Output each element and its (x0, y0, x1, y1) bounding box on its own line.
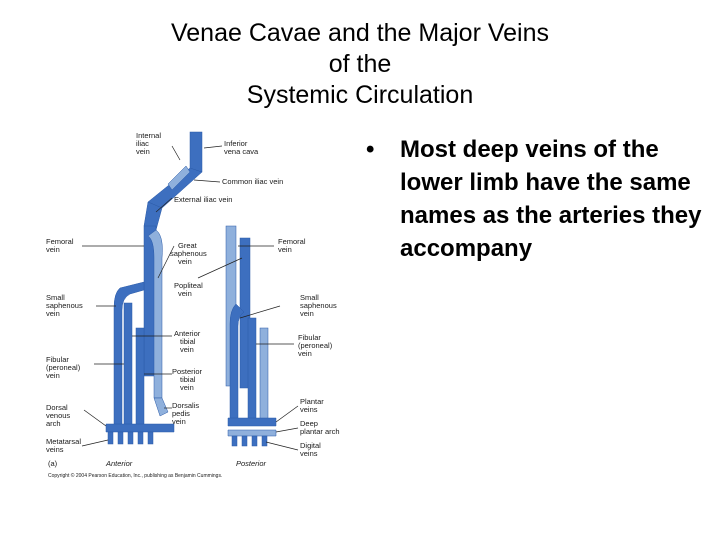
label-anterior-tibial: Anterior tibial vein (174, 329, 202, 354)
dorsal-arch-shape (105, 423, 175, 433)
leader-line (203, 145, 223, 149)
title-line: Venae Cavae and the Major Veins (170, 19, 550, 47)
label-femoral-right: Femoral vein (278, 237, 308, 254)
label-fibular-left: Fibular (peroneal) vein (46, 355, 82, 380)
label-external-iliac: External iliac vein (174, 195, 232, 204)
leader-lines (81, 145, 299, 451)
metatarsal-shape (127, 431, 134, 445)
label-popliteal: Popliteal vein (174, 281, 205, 298)
fibular-posterior-shape (247, 317, 257, 425)
vein-illustration: Internal iliac vein Inferior vena cava C… (46, 131, 340, 479)
inferior-vena-cava-shape (189, 131, 203, 173)
leader-line (197, 257, 243, 279)
bullet-list: • Most deep veins of the lower limb have… (366, 133, 706, 265)
label-dorsalis-pedis: Dorsalis pedis vein (172, 401, 201, 426)
label-great-saphenous: Great saphenous vein (170, 241, 209, 266)
digital-shape (261, 435, 268, 447)
metatarsal-shape (137, 431, 144, 445)
label-dorsal-venous-arch: Dorsal venous arch (46, 403, 72, 428)
leader-line (275, 427, 299, 433)
label-common-iliac: Common iliac vein (222, 177, 283, 186)
label-small-saphenous-right: Small saphenous vein (300, 293, 339, 318)
metatarsal-shape (147, 431, 154, 445)
leader-line (157, 245, 175, 279)
label-fibular-right: Fibular (peroneal) vein (298, 333, 334, 358)
metatarsal-shape (107, 431, 114, 445)
leader-line (171, 145, 181, 161)
label-plantar-veins: Plantar veins (300, 397, 326, 414)
digital-shape (251, 435, 258, 447)
label-metatarsal: Metatarsal veins (46, 437, 83, 454)
posterior-tibial-shape (135, 327, 145, 429)
lower-limb-veins-diagram: Internal iliac vein Inferior vena cava C… (44, 128, 362, 480)
label-digital: Digital veins (300, 441, 323, 458)
label-inferior-vena-cava: Inferior vena cava (224, 139, 259, 156)
label-panel-letter: (a) (48, 459, 58, 468)
dorsalis-pedis-shape (153, 397, 169, 417)
leader-line (239, 305, 281, 319)
leader-line (83, 409, 107, 427)
leader-line (265, 441, 299, 451)
anterior-tibial-shape (123, 302, 133, 429)
small-saphenous-shape (113, 281, 145, 429)
bullet-text: Most deep veins of the lower limb have t… (400, 136, 702, 262)
metatarsal-shape (117, 431, 124, 445)
leader-line (155, 197, 173, 213)
caption-posterior: Posterior (236, 459, 267, 468)
leader-line (81, 439, 109, 447)
bullet-item: • Most deep veins of the lower limb have… (366, 133, 706, 265)
copyright-notice: Copyright © 2004 Pearson Education, Inc.… (48, 472, 222, 479)
plantar-shape (227, 417, 277, 427)
leader-line (193, 179, 221, 183)
posterior-tibial-posterior-shape (259, 327, 269, 425)
caption-anterior: Anterior (105, 459, 133, 468)
title-line: of the (328, 50, 392, 78)
leader-line (275, 405, 299, 423)
bullet-marker: • (366, 136, 375, 163)
title-line: Systemic Circulation (246, 81, 474, 109)
anterior-limb-veins (105, 131, 203, 445)
internal-iliac-shape (167, 165, 191, 191)
digital-shape (241, 435, 248, 447)
digital-shape (231, 435, 238, 447)
label-deep-plantar-arch: Deep plantar arch (300, 419, 340, 436)
slide-title: Venae Cavae and the Major Veins of the S… (100, 18, 620, 111)
label-internal-iliac: Internal iliac vein (136, 131, 163, 156)
label-posterior-tibial: Posterior tibial vein (172, 367, 204, 392)
deep-plantar-arch-shape (227, 429, 277, 437)
posterior-limb-veins (225, 225, 277, 447)
label-small-saphenous-left: Small saphenous vein (46, 293, 85, 318)
vein-labels: Internal iliac vein Inferior vena cava C… (46, 131, 340, 479)
label-femoral-left: Femoral vein (46, 237, 76, 254)
